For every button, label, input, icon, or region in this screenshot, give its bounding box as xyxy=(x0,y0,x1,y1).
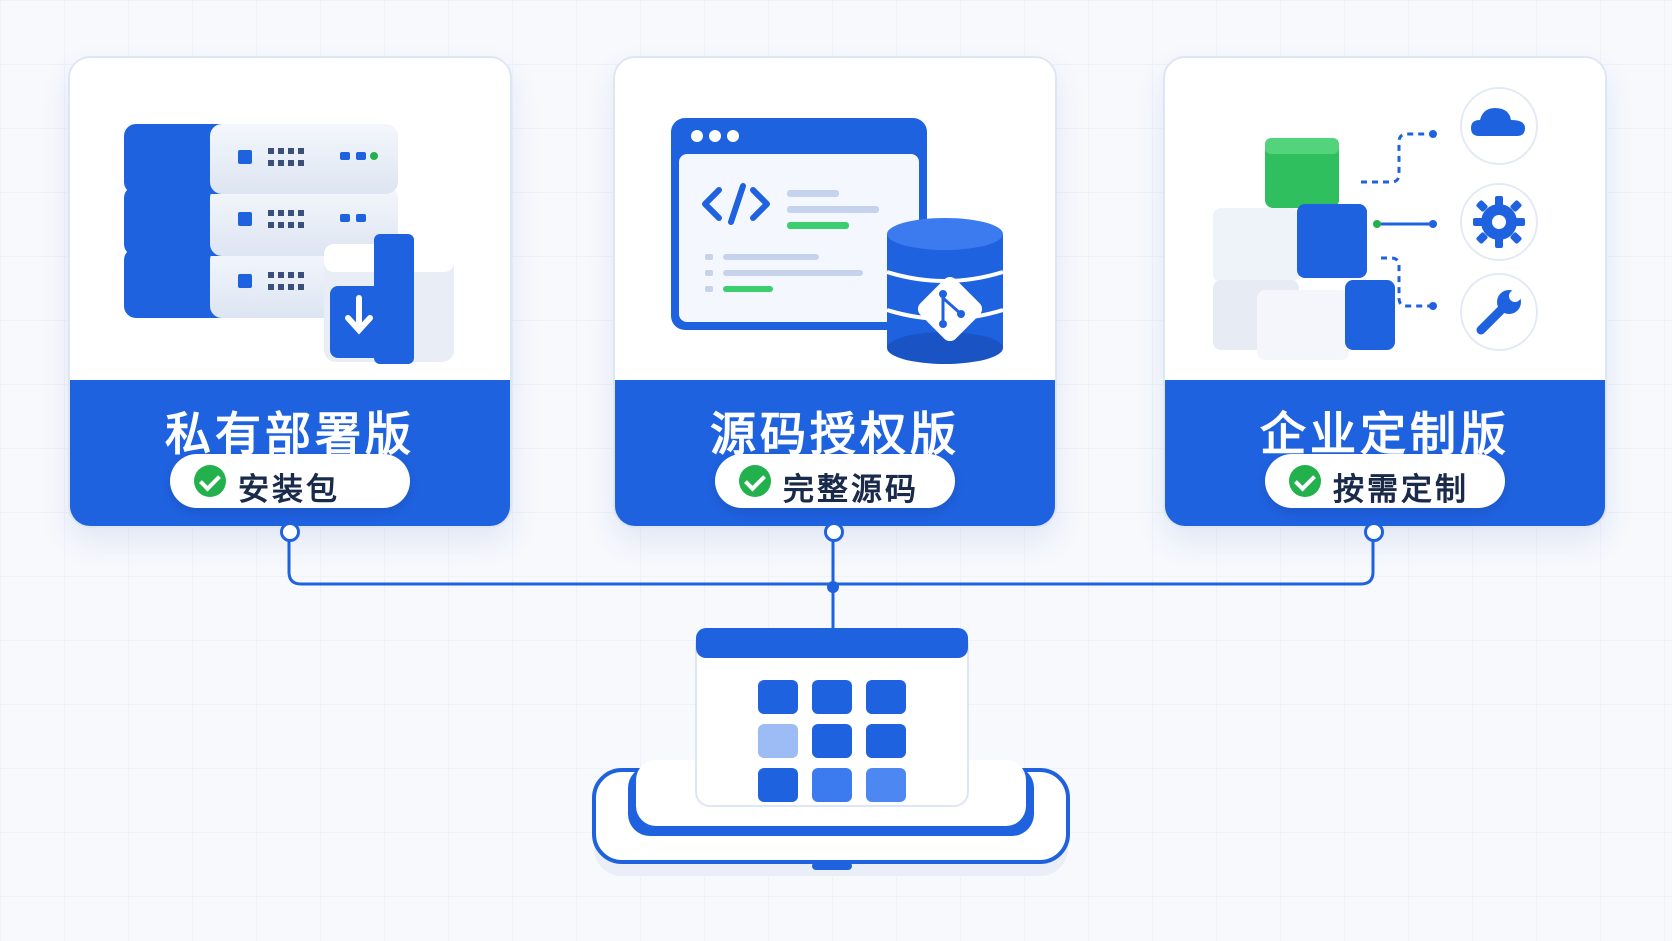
connector-dot xyxy=(824,522,844,542)
cloud-icon xyxy=(1460,87,1538,165)
badge-pill: 完整源码 xyxy=(715,454,955,508)
check-icon xyxy=(194,465,226,497)
code-window-database-icon xyxy=(671,118,1004,364)
badge-text: 按需定制 xyxy=(1333,472,1469,508)
modular-blocks-icon xyxy=(1213,87,1538,360)
badge-text: 完整源码 xyxy=(783,472,919,508)
server-package-icon xyxy=(124,124,454,364)
badge-pill: 按需定制 xyxy=(1265,454,1505,508)
badge-text: 安装包 xyxy=(238,472,340,508)
app-grid-platform-icon xyxy=(592,628,1070,876)
card-source-license[interactable]: 源码授权版 完整源码 xyxy=(613,56,1057,528)
card-private-deploy[interactable]: 私有部署版 安装包 xyxy=(68,56,512,528)
card-enterprise-custom[interactable]: 企业定制版 按需定制 xyxy=(1163,56,1607,528)
card-title: 源码授权版 xyxy=(710,407,960,461)
gear-icon xyxy=(1460,183,1538,261)
connector-dot xyxy=(280,522,300,542)
check-icon xyxy=(739,465,771,497)
card-title: 企业定制版 xyxy=(1260,407,1510,461)
card-title: 私有部署版 xyxy=(165,407,415,461)
wrench-icon xyxy=(1460,273,1538,351)
badge-pill: 安装包 xyxy=(170,454,410,508)
check-icon xyxy=(1289,465,1321,497)
connector-dot xyxy=(1364,522,1384,542)
